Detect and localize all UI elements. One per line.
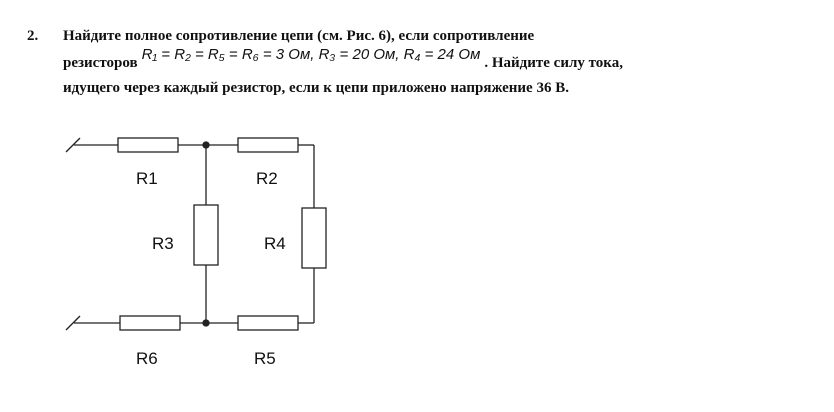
label-r4: R4 [264, 234, 286, 253]
resistor-r6 [119, 315, 181, 331]
label-r6: R6 [136, 349, 158, 368]
resistor-r2 [237, 137, 299, 153]
resistor-r5 [237, 315, 299, 331]
line2-start: резисторов [63, 55, 138, 71]
label-r2: R2 [256, 169, 278, 188]
resistor-r4 [301, 207, 327, 269]
problem-line-3: идущего через каждый резистор, если к це… [63, 80, 569, 96]
node-bottom [202, 319, 210, 327]
resistance-formula: R₁ = R₂ = R₅ = R₆ = 3 Ом, R₃ = 20 Ом, R₄… [141, 46, 481, 63]
label-r1: R1 [136, 169, 158, 188]
node-top [202, 141, 210, 149]
label-r3: R3 [152, 234, 174, 253]
label-r5: R5 [254, 349, 276, 368]
problem-line-1: Найдите полное сопротивление цепи (см. Р… [63, 28, 535, 44]
resistor-r1 [117, 137, 179, 153]
resistor-r3 [193, 204, 219, 266]
problem-number: 2. [27, 28, 39, 44]
line2-end: . Найдите силу тока, [484, 55, 623, 71]
